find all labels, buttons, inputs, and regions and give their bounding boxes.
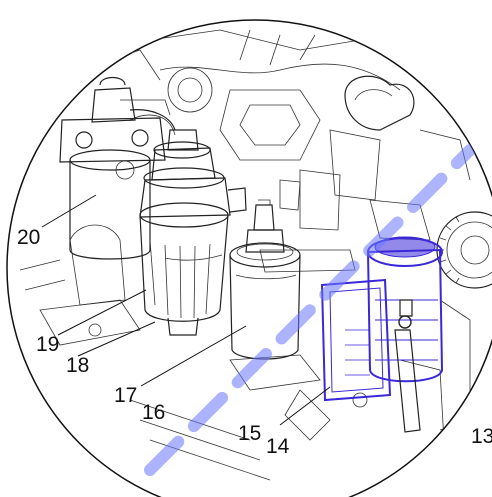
diagonal-watermark <box>144 144 476 476</box>
callout-17: 17 <box>114 384 137 407</box>
callout-16: 16 <box>142 401 165 424</box>
oil-filter-module-15 <box>320 236 444 433</box>
fuel-water-separator-19 <box>139 129 247 336</box>
leader-lines <box>41 194 331 426</box>
engine-block-background <box>19 29 471 481</box>
spin-on-filter-17 <box>229 199 301 360</box>
callout-15: 15 <box>238 422 261 445</box>
callout-19: 19 <box>36 333 59 356</box>
callout-14: 14 <box>266 435 290 458</box>
callout-13: 13 <box>471 425 492 448</box>
callout-20: 20 <box>17 226 40 249</box>
fuel-prefilter-housing-20 <box>59 76 176 260</box>
callout-labels: 20 19 18 17 16 15 14 13 <box>17 226 492 458</box>
callout-18: 18 <box>66 354 89 377</box>
